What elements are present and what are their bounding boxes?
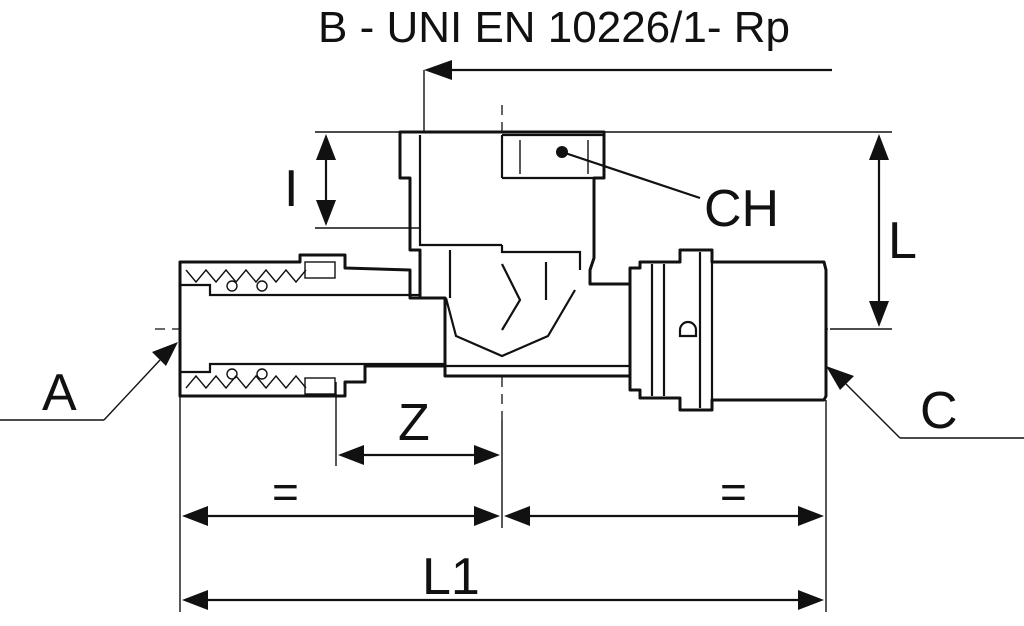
right-press-outlet [628, 248, 828, 412]
half-length-right-label: = [720, 466, 747, 518]
dimension-i-label: I [284, 160, 298, 218]
dimension-z-label: Z [398, 394, 430, 452]
thread-spec-title: B - UNI EN 10226/1- Rp [318, 3, 790, 52]
dimension-l-label: L [888, 212, 917, 270]
hex-size-label: CH [704, 180, 779, 238]
ch-leader [556, 146, 701, 200]
dimension-l1-label: L1 [422, 548, 480, 606]
dimension-i [315, 131, 420, 229]
dimension-l1 [182, 590, 824, 610]
outlet-c-label: C [920, 382, 958, 440]
a-leader [0, 342, 178, 421]
dimension-l [604, 131, 892, 330]
dimension-z [335, 382, 503, 466]
dimension-halves [179, 396, 827, 612]
half-length-left-label: = [272, 466, 299, 518]
thread-spec-leader [423, 60, 832, 132]
tee-body [365, 130, 632, 378]
outlet-a-label: A [42, 364, 77, 422]
left-press-outlet [178, 253, 447, 398]
c-leader [826, 366, 1024, 439]
